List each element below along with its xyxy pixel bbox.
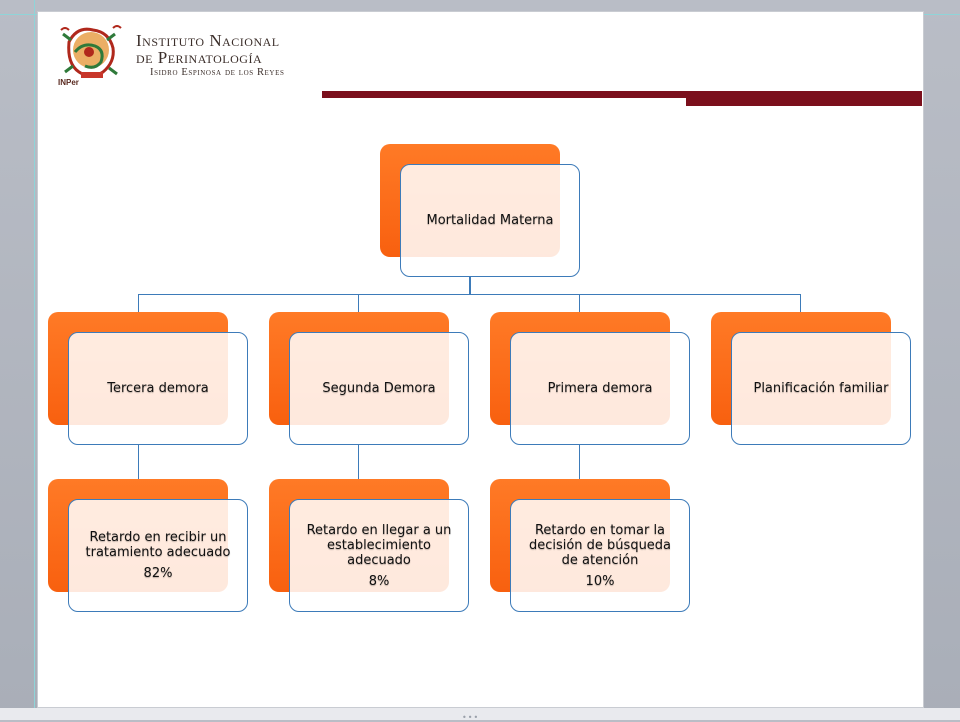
child-node-1-value: 82% bbox=[143, 566, 173, 581]
branch-node-1: Tercera demora bbox=[68, 332, 248, 445]
connector-child-2 bbox=[358, 445, 359, 499]
inper-logo-icon bbox=[60, 25, 122, 78]
child-node-1-text: Retardo en recibir un tratamiento adecua… bbox=[85, 530, 231, 560]
child-node-2: Retardo en llegar a un establecimiento a… bbox=[289, 499, 469, 612]
guide-line-vertical bbox=[34, 0, 35, 720]
branch-node-2-label: Segunda Demora bbox=[322, 381, 436, 396]
institution-name-line2: de Perinatología bbox=[136, 48, 263, 67]
logo-label: INPer bbox=[58, 78, 79, 87]
slide-dots: ••• bbox=[462, 713, 480, 722]
branch-node-2: Segunda Demora bbox=[289, 332, 469, 445]
child-node-1: Retardo en recibir un tratamiento adecua… bbox=[68, 499, 248, 612]
root-node: Mortalidad Materna bbox=[400, 164, 580, 277]
bottom-strip bbox=[0, 708, 960, 720]
connector-root-down bbox=[469, 277, 471, 295]
branch-node-3-label: Primera demora bbox=[547, 381, 653, 396]
child-node-3-text: Retardo en tomar la decisión de búsqueda… bbox=[528, 522, 672, 568]
connector-child-1 bbox=[138, 445, 139, 499]
child-node-2-value: 8% bbox=[368, 573, 390, 589]
connector-child-3 bbox=[579, 445, 580, 499]
child-node-3: Retardo en tomar la decisión de búsqueda… bbox=[510, 499, 690, 612]
connector-horizontal bbox=[138, 294, 801, 295]
child-node-2-text: Retardo en llegar a un establecimiento a… bbox=[306, 522, 452, 568]
institution-subtitle: Isidro Espinosa de los Reyes bbox=[150, 67, 285, 78]
branch-node-3: Primera demora bbox=[510, 332, 690, 445]
institution-name-line1: Instituto Nacional bbox=[136, 31, 280, 50]
branch-node-1-label: Tercera demora bbox=[107, 381, 209, 396]
branch-node-4: Planificación familiar bbox=[731, 332, 911, 445]
root-node-label: Mortalidad Materna bbox=[426, 213, 554, 228]
header-divider-bar bbox=[322, 91, 922, 98]
child-node-3-value: 10% bbox=[585, 573, 615, 589]
header-accent-bar bbox=[686, 91, 922, 106]
branch-node-4-label: Planificación familiar bbox=[753, 381, 889, 396]
